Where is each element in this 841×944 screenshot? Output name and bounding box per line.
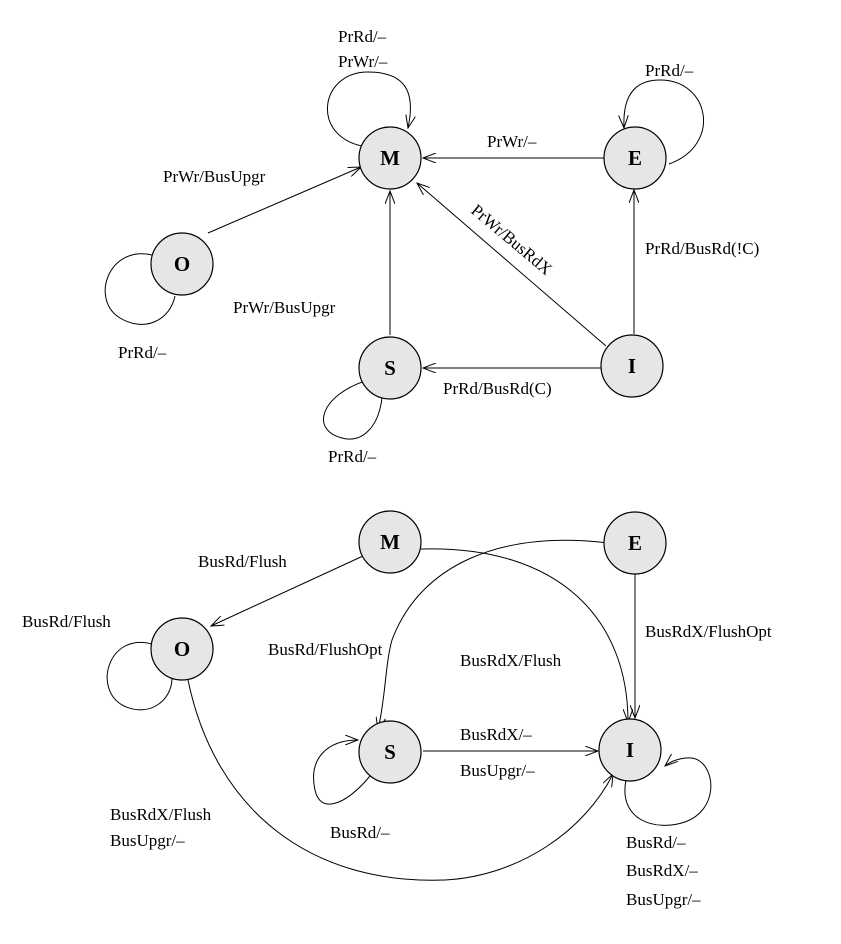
top-edge-s-self	[323, 379, 383, 440]
bottom-label-s-to-i-2: BusUpgr/–	[460, 761, 535, 780]
top-edge-o-self	[104, 253, 176, 325]
top-label-m-self-1: PrRd/–	[338, 27, 387, 46]
bottom-label-i-self-1: BusRd/–	[626, 833, 686, 852]
bottom-edge-m-to-o	[211, 555, 364, 626]
bottom-label-o-self: BusRd/Flush	[22, 612, 111, 631]
top-state-e-label: E	[628, 146, 642, 170]
top-label-m-self-2: PrWr/–	[338, 52, 388, 71]
top-diagram: M E O S I PrRd/– PrWr/– PrRd/– PrWr/– Pr…	[104, 27, 759, 466]
bottom-edge-o-self	[106, 641, 173, 711]
bottom-label-m-to-o: BusRd/Flush	[198, 552, 287, 571]
top-label-i-to-s: PrRd/BusRd(C)	[443, 379, 552, 398]
top-label-o-self: PrRd/–	[118, 343, 167, 362]
top-label-s-self: PrRd/–	[328, 447, 377, 466]
top-state-i-label: I	[628, 354, 636, 378]
bottom-state-e: E	[603, 511, 667, 575]
bottom-edge-e-to-s	[378, 539, 609, 730]
bottom-state-i-label: I	[626, 738, 634, 762]
top-state-o: O	[150, 232, 214, 296]
top-state-o-label: O	[174, 252, 190, 276]
bottom-edge-s-self	[313, 740, 371, 805]
top-label-s-to-m: PrWr/BusUpgr	[233, 298, 336, 317]
top-label-i-to-m: PrWr/BusRdX	[467, 201, 555, 279]
top-state-e: E	[603, 126, 667, 190]
bottom-state-i: I	[598, 718, 662, 782]
top-state-s-label: S	[384, 356, 396, 380]
bottom-edge-i-self	[624, 758, 712, 826]
top-label-o-to-m: PrWr/BusUpgr	[163, 167, 266, 186]
bottom-state-m-label: M	[380, 530, 400, 554]
top-edge-m-self	[327, 71, 410, 148]
top-state-s: S	[358, 336, 422, 400]
top-edge-e-self	[624, 79, 704, 165]
bottom-label-i-self-2: BusRdX/–	[626, 861, 698, 880]
bottom-state-o: O	[150, 617, 214, 681]
bottom-state-s: S	[358, 720, 422, 784]
top-state-i: I	[600, 334, 664, 398]
bottom-label-m-to-i: BusRdX/Flush	[460, 651, 562, 670]
bottom-label-e-to-i: BusRdX/FlushOpt	[645, 622, 772, 641]
bottom-label-e-to-s: BusRd/FlushOpt	[268, 640, 383, 659]
bottom-diagram: M E O S I BusRd/Flush BusRd/Flush BusRd/…	[22, 510, 772, 909]
top-label-i-to-e: PrRd/BusRd(!C)	[645, 239, 759, 258]
bottom-edge-o-to-i	[187, 679, 613, 881]
bottom-label-i-self-3: BusUpgr/–	[626, 890, 701, 909]
bottom-state-m: M	[358, 510, 422, 574]
bottom-state-o-label: O	[174, 637, 190, 661]
bottom-label-s-to-i-1: BusRdX/–	[460, 725, 532, 744]
bottom-edge-m-to-i	[420, 548, 628, 722]
bottom-label-o-to-i-1: BusRdX/Flush	[110, 805, 212, 824]
bottom-state-s-label: S	[384, 740, 396, 764]
top-label-e-self: PrRd/–	[645, 61, 694, 80]
top-state-m-label: M	[380, 146, 400, 170]
top-edge-o-to-m	[207, 167, 361, 234]
top-edge-i-to-m	[417, 183, 607, 347]
bottom-state-e-label: E	[628, 531, 642, 555]
top-state-m: M	[358, 126, 422, 190]
bottom-label-s-self: BusRd/–	[330, 823, 390, 842]
top-label-e-to-m: PrWr/–	[487, 132, 537, 151]
bottom-label-o-to-i-2: BusUpgr/–	[110, 831, 185, 850]
